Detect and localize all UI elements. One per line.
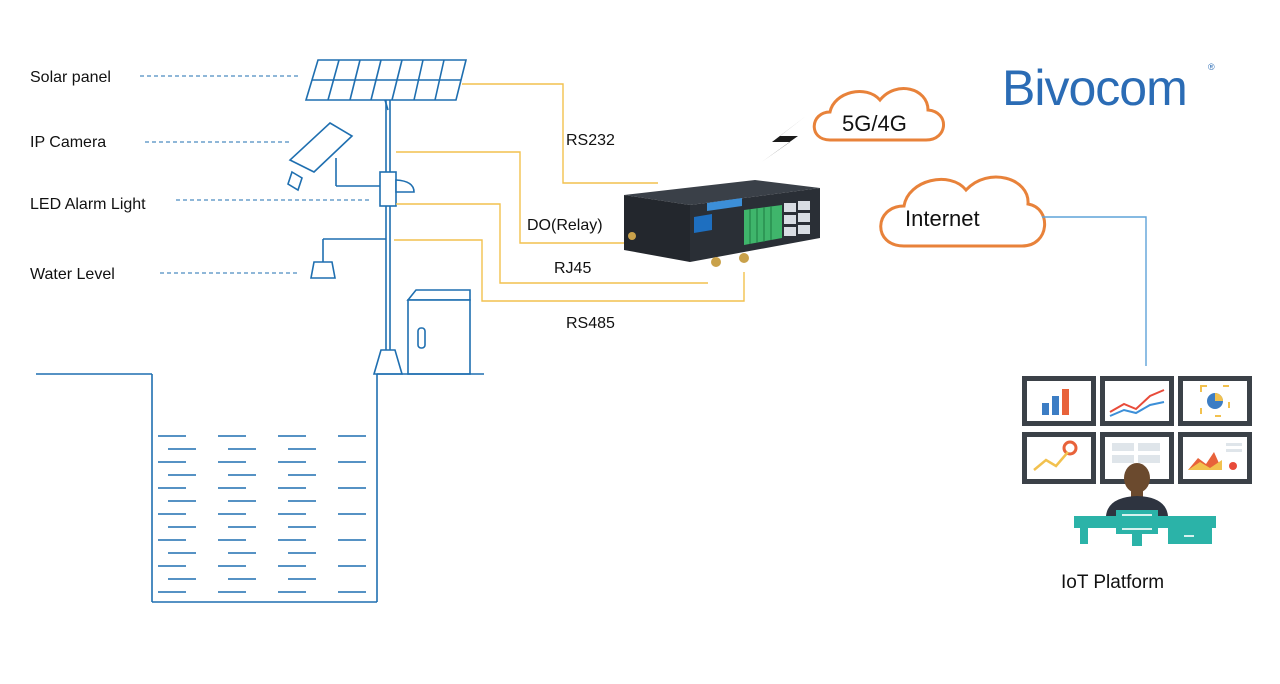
device-labels: Solar panel IP Camera LED Alarm Light Wa… xyxy=(30,69,372,283)
label-cellular: 5G/4G xyxy=(842,111,907,136)
label-ip-camera: IP Camera xyxy=(30,134,106,151)
pole-base xyxy=(372,349,404,375)
internet-link xyxy=(1042,216,1147,366)
label-iot-platform: IoT Platform xyxy=(1061,572,1164,593)
ground-and-reservoir xyxy=(36,373,484,603)
label-rs485: RS485 xyxy=(566,315,615,332)
label-rj45: RJ45 xyxy=(554,260,591,277)
ip-camera-icon xyxy=(287,122,384,192)
water-level-sensor-icon xyxy=(310,238,386,279)
interface-wires xyxy=(394,83,745,302)
label-rs232: RS232 xyxy=(566,132,615,149)
water-surface-lines xyxy=(158,435,366,593)
label-led-alarm: LED Alarm Light xyxy=(30,196,146,213)
router-icon xyxy=(624,180,820,267)
label-water-level: Water Level xyxy=(30,266,115,283)
internet-cloud: Internet xyxy=(879,175,1046,248)
label-solar-panel: Solar panel xyxy=(30,69,111,86)
led-alarm-icon xyxy=(379,171,415,207)
lightning-icon xyxy=(756,116,806,166)
operator-icon xyxy=(1074,463,1216,546)
label-internet: Internet xyxy=(905,206,980,231)
label-do-relay: DO(Relay) xyxy=(527,217,603,234)
cloud-icon xyxy=(812,87,945,142)
solar-panel-icon xyxy=(304,59,468,111)
pole-assembly xyxy=(287,59,471,375)
brand-registered: ® xyxy=(1208,62,1215,72)
interface-labels: RS232 DO(Relay) RJ45 RS485 xyxy=(527,132,615,332)
cellular-cloud: 5G/4G xyxy=(812,87,945,142)
control-cabinet-icon xyxy=(406,289,471,375)
brand-logo: Bivocom ® xyxy=(1002,60,1215,116)
brand-name: Bivocom xyxy=(1002,60,1187,116)
